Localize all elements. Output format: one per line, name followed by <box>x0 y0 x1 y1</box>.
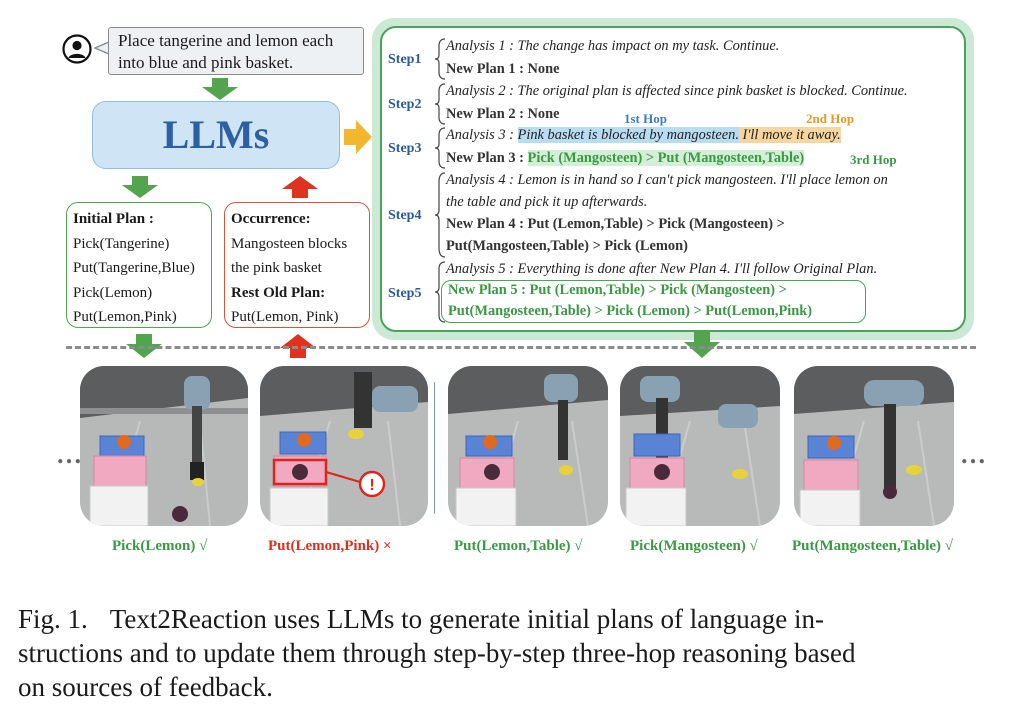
arrow-up-red-icon <box>282 176 318 198</box>
occurrence-line: Mangosteen blocks <box>231 235 348 252</box>
step3-label: Step3 <box>388 141 422 156</box>
analysis-5: Analysis 5 : Everything is done after Ne… <box>446 261 878 277</box>
instruction-line-2: into blue and pink basket. <box>118 53 294 72</box>
instruction-box: Place tangerine and lemon each into blue… <box>108 27 364 75</box>
analysis-4-line-1: Analysis 4 : Lemon is in hand so I can't… <box>446 172 888 188</box>
brace-icon <box>434 38 446 80</box>
plan-item: Put(Tangerine,Blue) <box>73 260 195 277</box>
svg-text:!: ! <box>369 477 374 494</box>
robot-photo-put-lemon-table <box>448 366 608 526</box>
frame-caption: Pick(Lemon) √ <box>112 538 208 554</box>
robot-photo-put-lemon-pink: ! <box>260 366 428 526</box>
new-plan-5-line-2: Put(Mangosteen,Table) > Pick (Lemon) > P… <box>448 303 813 319</box>
plan-item: Put(Lemon,Pink) <box>73 309 177 326</box>
new-plan-5-line-1: New Plan 5 : Put (Lemon,Table) > Pick (M… <box>448 282 787 298</box>
new-plan-1: New Plan 1 : None <box>446 61 560 77</box>
figure-caption: Fig. 1. Text2Reaction uses LLMs to genera… <box>18 602 1018 704</box>
caption-text-1: Text2Reaction uses LLMs to generate init… <box>109 604 824 634</box>
step4-label: Step4 <box>388 208 422 223</box>
initial-plan-box: Initial Plan : Pick(Tangerine) Put(Tange… <box>66 202 212 328</box>
frame-caption: Pick(Mangosteen) √ <box>630 538 758 554</box>
caption-text-2: structions and to update them through st… <box>18 638 856 668</box>
plan-item: Pick(Lemon) <box>73 284 153 301</box>
photo-separator <box>434 382 435 514</box>
reasoning-panel <box>380 26 966 332</box>
speech-pointer <box>94 41 110 55</box>
occurrence-box: Occurrence: Mangosteen blocks the pink b… <box>224 202 370 328</box>
step1-label: Step1 <box>388 52 422 67</box>
brace-icon <box>434 127 446 169</box>
arrow-down-green-icon <box>202 78 238 100</box>
section-divider <box>66 346 976 349</box>
step5-label: Step5 <box>388 286 422 301</box>
new-plan-3-prefix: New Plan 3 : <box>446 150 528 166</box>
robot-photo-put-mangosteen-table <box>794 366 954 526</box>
analysis-4-line-2: the table and pick it up afterwards. <box>446 194 648 210</box>
ellipsis-right: … <box>960 440 987 469</box>
occurrence-title: Occurrence: <box>231 211 311 227</box>
plan-item: Pick(Tangerine) <box>73 235 170 252</box>
robot-photo-pick-lemon <box>80 366 248 526</box>
frame-caption: Put(Lemon,Table) √ <box>454 538 583 554</box>
llm-label: LLMs <box>162 112 270 157</box>
brace-icon <box>434 83 446 125</box>
frame-caption: Put(Lemon,Pink) × <box>268 538 392 554</box>
figure-caption-line-1: Fig. 1. Text2Reaction uses LLMs to genera… <box>18 602 1018 636</box>
arrow-down-green-icon <box>122 176 158 198</box>
analysis-3: Analysis 3 : Pink basket is blocked by m… <box>446 127 841 144</box>
caption-text-3: on sources of feedback. <box>18 672 273 702</box>
analysis-3-prefix: Analysis 3 : <box>446 127 518 143</box>
hop2-label: 2nd Hop <box>806 111 855 126</box>
new-plan-2: New Plan 2 : None <box>446 106 560 122</box>
occurrence-line: the pink basket <box>231 260 322 277</box>
analysis-2: Analysis 2 : The original plan is affect… <box>446 83 908 99</box>
rest-plan-item: Put(Lemon, Pink) <box>231 309 339 326</box>
new-plan-5-box <box>441 280 866 323</box>
arrow-right-orange-icon <box>344 120 372 154</box>
user-icon <box>62 34 92 64</box>
hop3-label: 3rd Hop <box>850 152 897 167</box>
new-plan-4-line-1: New Plan 4 : Put (Lemon,Table) > Pick (M… <box>446 216 785 232</box>
hop3-highlight: Pick (Mangosteen) > Put (Mangosteen,Tabl… <box>527 150 805 166</box>
instruction-line-1: Place tangerine and lemon each <box>118 31 334 50</box>
hop1-highlight: Pink basket is blocked by mangosteen. <box>517 127 739 143</box>
brace-icon <box>434 261 446 323</box>
llm-box: LLMs <box>92 101 340 169</box>
ellipsis-left: … <box>56 440 83 469</box>
brace-icon <box>434 172 446 258</box>
arrow-down-green-icon <box>684 330 720 358</box>
new-plan-3: New Plan 3 : Pick (Mangosteen) > Put (Ma… <box>446 150 805 167</box>
rest-plan-title: Rest Old Plan: <box>231 284 326 301</box>
new-plan-4-line-2: Put(Mangosteen,Table) > Pick (Lemon) <box>446 238 688 254</box>
robot-photo-pick-mangosteen <box>620 366 780 526</box>
initial-plan-title: Initial Plan : <box>73 211 154 227</box>
step2-label: Step2 <box>388 97 422 112</box>
frame-caption: Put(Mangosteen,Table) √ <box>792 538 954 554</box>
figure-label: Fig. 1. <box>18 604 88 634</box>
analysis-1: Analysis 1 : The change has impact on my… <box>446 38 780 54</box>
hop1-label: 1st Hop <box>624 111 667 126</box>
hop2-highlight: I'll move it away. <box>738 127 841 143</box>
